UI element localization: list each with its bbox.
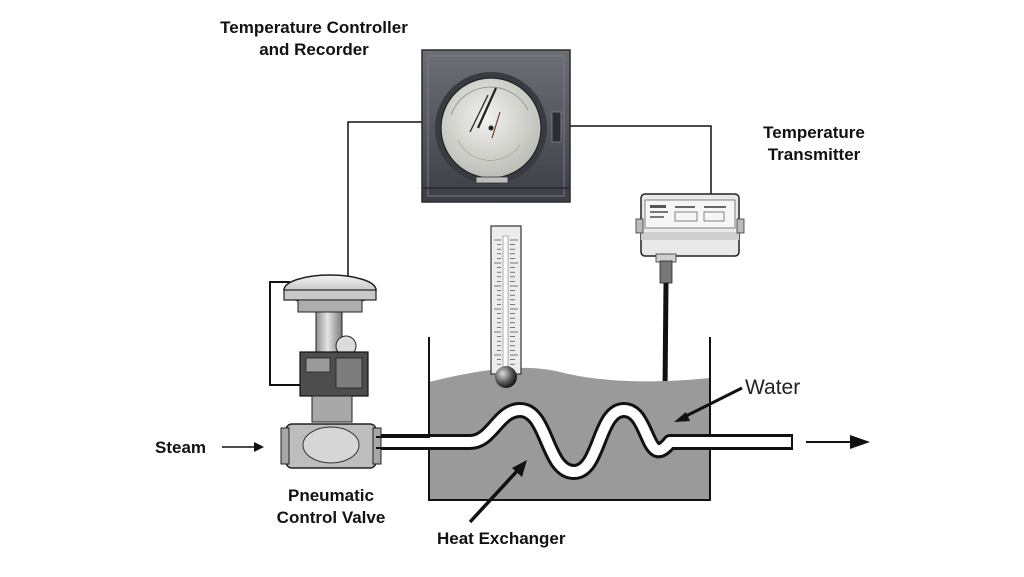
temperature-controller-recorder	[421, 49, 571, 203]
heat-exchanger-label-text: Heat Exchanger	[437, 529, 566, 548]
steam-inlet-arrow	[222, 442, 264, 452]
controller-label-line2: and Recorder	[259, 40, 369, 59]
heat-exchanger-label: Heat Exchanger	[437, 528, 566, 550]
signal-line-controller-to-valve	[347, 121, 422, 282]
thermometer	[490, 225, 522, 388]
valve-label: Pneumatic Control Valve	[260, 485, 402, 529]
transmitter-label: Temperature Transmitter	[748, 122, 880, 166]
signal-line-transmitter-to-controller	[570, 125, 712, 197]
outlet-arrow	[806, 435, 870, 449]
valve-label-line1: Pneumatic	[288, 486, 374, 505]
water-label: Water	[745, 376, 800, 400]
tank	[428, 337, 711, 501]
water-label-text: Water	[745, 376, 801, 399]
recorder-pen-arm	[476, 87, 498, 129]
transmitter-label-line2: Transmitter	[767, 145, 861, 164]
valve-label-line2: Control Valve	[276, 508, 386, 527]
controller-label-line1: Temperature Controller	[220, 18, 408, 37]
temperature-transmitter	[635, 193, 745, 284]
water-pointer	[674, 386, 743, 422]
controller-label: Temperature Controller and Recorder	[198, 17, 430, 61]
transmitter-label-line1: Temperature	[763, 123, 865, 142]
water	[429, 367, 710, 500]
pneumatic-control-valve	[269, 274, 430, 469]
steam-label-text: Steam	[155, 438, 207, 457]
steam-label: Steam	[155, 437, 206, 459]
heat-exchanger-coil	[376, 402, 793, 480]
heat-exchanger-pointer	[468, 460, 527, 524]
